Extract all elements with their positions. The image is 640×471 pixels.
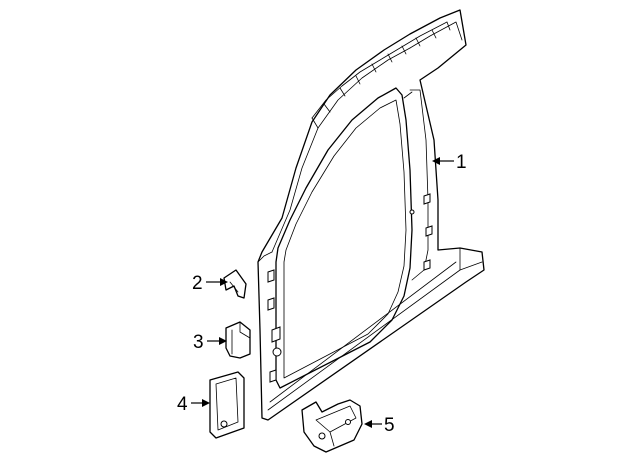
callout-2: 2 (192, 273, 228, 294)
upper-bracket-part (223, 269, 247, 299)
rocker-bracket-part (301, 399, 363, 453)
arrow-3 (219, 337, 227, 345)
callout-1: 1 (432, 152, 467, 173)
callout-number-5: 5 (384, 415, 395, 436)
callout-number-2: 2 (192, 273, 203, 294)
arrow-2 (220, 278, 228, 286)
callout-5: 5 (364, 415, 395, 436)
callout-4: 4 (177, 394, 210, 415)
callout-number-1: 1 (456, 152, 467, 173)
arrow-4 (202, 399, 210, 407)
callout-number-3: 3 (193, 332, 204, 353)
arrow-5 (364, 420, 372, 428)
hinge-bracket-part (225, 321, 251, 359)
pillar-panel-part (257, 9, 485, 421)
callout-3: 3 (193, 332, 227, 353)
callout-number-4: 4 (177, 394, 188, 415)
arrow-1 (432, 157, 440, 165)
lower-reinforcement-part (209, 371, 245, 439)
